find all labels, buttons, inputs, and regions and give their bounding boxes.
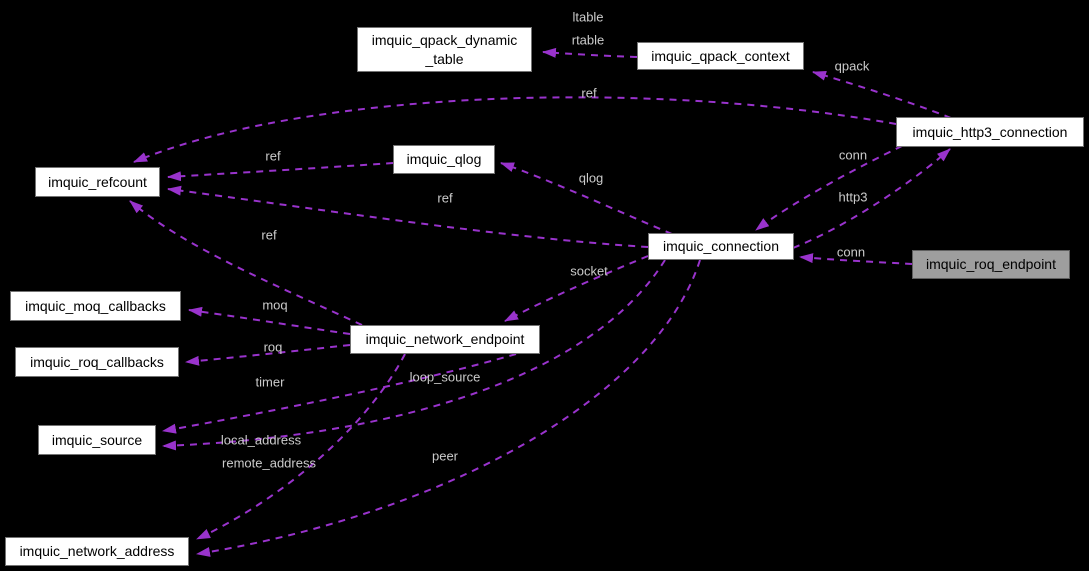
node-imquic-roq-callbacks[interactable]: imquic_roq_callbacks [15,347,179,377]
edge-label-ref-http3: ref [581,85,597,101]
edge-qlog-to-refcount [167,162,394,182]
edge-connection-to-http3 [792,148,951,249]
edge-connection-to-qlog [500,162,673,235]
node-imquic-source[interactable]: imquic_source [38,425,156,455]
node-imquic-roq-endpoint[interactable]: imquic_roq_endpoint [912,250,1070,279]
edge-http3-to-connection [755,145,903,231]
node-imquic-qpack-context[interactable]: imquic_qpack_context [637,42,804,70]
node-imquic-refcount[interactable]: imquic_refcount [35,167,160,197]
edge-label-socket: socket [570,263,608,279]
edge-networkendpoint-to-roqcallbacks [185,344,351,366]
edge-label-ref-qlog: ref [265,148,281,164]
node-imquic-qlog[interactable]: imquic_qlog [393,145,495,174]
edge-label-ref-netendpoint: ref [261,227,277,243]
edge-label-conn-http3: conn [838,147,868,163]
edge-http3-to-refcount [133,96,897,163]
edge-label-timer: timer [255,374,285,390]
edge-networkendpoint-to-moqcallbacks [188,306,351,335]
edge-label-qpack: qpack [834,58,870,74]
edge-label-ref-connection: ref [437,190,453,206]
edge-label-conn-roq: conn [836,244,866,260]
node-imquic-qpack-dynamic-table[interactable]: imquic_qpack_dynamic _table [357,27,532,72]
edge-http3-to-qpackctx [812,70,952,119]
edge-label-qlog: qlog [578,170,604,186]
node-imquic-moq-callbacks[interactable]: imquic_moq_callbacks [10,291,181,321]
node-imquic-network-endpoint[interactable]: imquic_network_endpoint [350,325,540,354]
edge-networkendpoint-to-refcount [129,200,363,326]
node-imquic-http3-connection[interactable]: imquic_http3_connection [896,117,1084,147]
edge-qpackctx-to-dyntable [542,47,638,58]
edge-connection-to-refcount [167,185,649,248]
edge-connection-to-source-loopsource [162,259,666,451]
edge-label-peer: peer [431,448,459,464]
edge-roqendpoint-to-connection [799,253,913,265]
edge-networkendpoint-to-source-timer [162,353,517,434]
edge-label-local-address: local_address [220,432,302,448]
edge-label-rtable: rtable [571,32,605,48]
edge-label-moq: moq [262,297,288,313]
node-imquic-network-address[interactable]: imquic_network_address [5,537,189,566]
edge-connection-to-networkendpoint [504,255,649,322]
edge-label-remote-address: remote_address [222,455,316,471]
edge-connection-to-networkaddress-peer [196,259,701,557]
edge-label-loop-source: loop_source [409,369,481,385]
edge-label-ltable: ltable [572,9,604,25]
edge-label-roq: roq [263,339,283,355]
node-imquic-connection[interactable]: imquic_connection [648,233,794,260]
edge-label-http3: http3 [838,189,868,205]
